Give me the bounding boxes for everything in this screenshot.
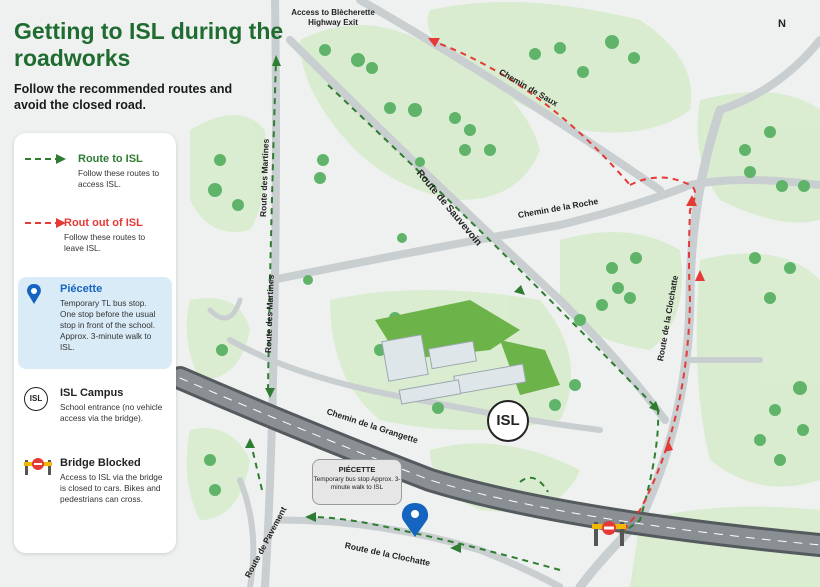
isl-campus-buildings xyxy=(375,300,560,405)
isl-campus-marker: ISL xyxy=(487,400,529,442)
legend-piecette-title: Piécette xyxy=(60,283,103,295)
route-green-clochatte xyxy=(304,515,561,571)
page-title: Getting to ISL during the roadworks xyxy=(14,18,284,71)
green-dash-arrow-icon xyxy=(25,154,66,164)
no-entry-icon xyxy=(592,521,626,546)
red-routes xyxy=(429,39,696,536)
route-green-bridge xyxy=(519,476,549,493)
legend-piecette-desc: Temporary TL bus stop. One stop before t… xyxy=(60,298,156,352)
route-green-martines xyxy=(267,59,277,391)
legend-bridge: Bridge Blocked Access to ISL via the bri… xyxy=(24,457,172,505)
legend-panel: Route to ISL Follow these routes to acce… xyxy=(14,133,176,553)
route-green-sauvevoin xyxy=(327,84,660,536)
legend-route-to-desc: Follow these routes to access ISL. xyxy=(78,168,160,189)
legend-campus-desc: School entrance (no vehicle access via t… xyxy=(60,402,163,423)
red-dash-arrow-icon xyxy=(25,218,66,228)
legend-route-to: Route to ISL Follow these routes to acce… xyxy=(24,153,172,190)
legend-route-out: Rout out of ISL Follow these routes to l… xyxy=(24,217,172,254)
legend-highlight xyxy=(18,277,172,369)
isl-icon: ISL xyxy=(24,387,48,411)
legend-route-out-title: Rout out of ISL xyxy=(64,217,143,229)
route-red-loop xyxy=(619,176,696,536)
legend-bridge-desc: Access to ISL via the bridge is closed t… xyxy=(60,472,163,504)
legend-campus: ISL ISL Campus School entrance (no vehic… xyxy=(24,387,172,424)
legend-bridge-title: Bridge Blocked xyxy=(60,457,141,469)
page-subtitle: Follow the recommended routes and avoid … xyxy=(14,82,233,112)
legend-route-to-title: Route to ISL xyxy=(78,153,143,165)
legend-campus-title: ISL Campus xyxy=(60,387,124,399)
map-pin-icon xyxy=(27,284,41,304)
green-routes xyxy=(249,59,660,571)
legend-piecette: Piécette Temporary TL bus stop. One stop… xyxy=(24,283,172,353)
no-entry-icon xyxy=(24,458,52,475)
piecette-callout: PIÉCETTE Temporary bus stop Approx. 3-mi… xyxy=(312,459,402,505)
access-label: Access to Blècherette Highway Exit xyxy=(291,8,375,27)
north-indicator: N xyxy=(778,18,786,30)
callout-desc: Temporary bus stop Approx. 3-minute walk… xyxy=(313,476,401,491)
legend-route-out-desc: Follow these routes to leave ISL. xyxy=(64,232,146,253)
callout-title: PIÉCETTE xyxy=(338,465,376,474)
highway xyxy=(168,366,820,557)
red-arrows xyxy=(428,38,705,452)
map-pin-icon xyxy=(401,503,429,537)
green-arrows xyxy=(245,55,660,553)
